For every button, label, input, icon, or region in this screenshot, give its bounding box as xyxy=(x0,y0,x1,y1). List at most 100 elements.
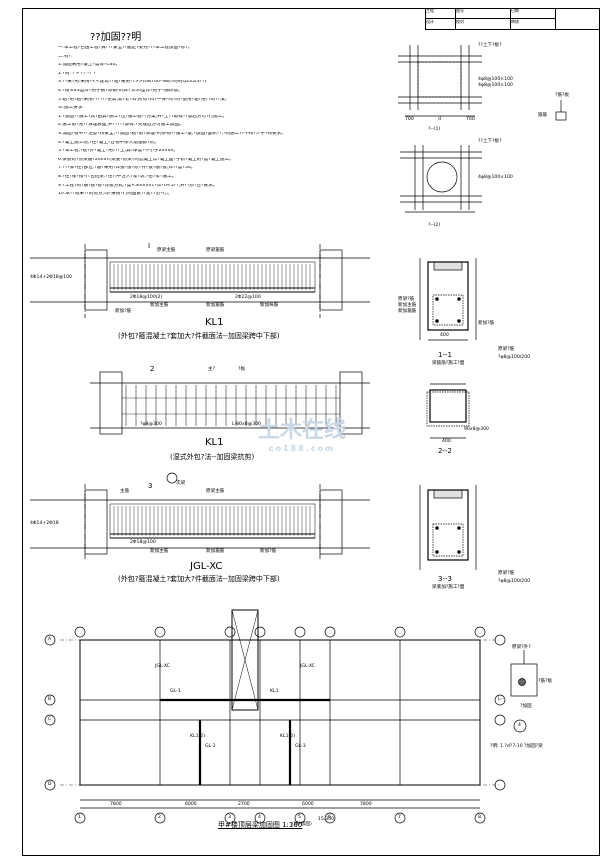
plan-mark-3: GL-3 xyxy=(295,744,306,749)
kl1b-note-2: ?板 xyxy=(238,367,246,372)
kl1-note-1: 原梁主筋 xyxy=(157,248,176,253)
tb-cell: 设计 xyxy=(426,19,456,30)
axis-letter: D xyxy=(48,782,52,787)
axis-label: 7 xyxy=(398,815,401,820)
axis-bubble xyxy=(44,714,56,726)
plan-mark-1: GL-1 xyxy=(170,689,181,694)
kl1-note-6: 新加?筋 xyxy=(115,309,132,314)
floor-plan xyxy=(60,609,500,809)
axis-bubble xyxy=(294,812,306,824)
axis-bubble xyxy=(394,812,406,824)
note-line: 10.本??尚未??的地方,均?按照?行的国家??建??范?行。 xyxy=(58,192,172,197)
jgl-note-6: 新加?筋 xyxy=(260,549,277,554)
detail-small-note-2: 4φ8@100×100 xyxy=(478,83,513,88)
axis-bubble xyxy=(44,634,56,646)
detail-1-column xyxy=(398,45,482,117)
kl1-sec-c: 2Φ22@100 xyxy=(235,295,261,300)
axis-bubble xyxy=(394,626,406,638)
small-detail-note-4: L-- xyxy=(498,697,504,702)
axis-label: 4 xyxy=(258,815,261,820)
small-detail-circle: 4 xyxy=(518,723,521,728)
section-1-note-1: 原梁?筋 xyxy=(398,297,415,302)
side-label-2: ?筋?板 xyxy=(555,93,570,98)
note-line: 三.施工要求: xyxy=(58,106,84,111)
plan-title: 甲#楼顶层梁加固图 1:100 xyxy=(218,821,303,829)
note-line: 6.梁底的?原梁筋?20mm,梁底?原梁?的混凝土以?凝土面?于新?凝土的?度?… xyxy=(58,157,234,162)
title-block: 工程 图号 日期 设计 校对 审核 xyxy=(425,8,600,30)
kl1-sec-a: 4Φ14+2Φ18@100 xyxy=(30,275,72,280)
plan-label-1: JGL-XC xyxy=(155,664,170,669)
section-1-title: 1--1 xyxy=(438,351,452,359)
note-line: 一.本工程?已由工程?算???安全??鑑定?委托???本工程加固?修?。 xyxy=(58,46,193,50)
kl1b-note-3: ?φ8@300 xyxy=(140,422,162,427)
section-3-title: 3--3 xyxy=(438,575,452,583)
tb-cell-text: 日期 xyxy=(511,8,519,13)
axis-label: 3 xyxy=(228,815,231,820)
axis-label: 5 xyxy=(298,815,301,820)
section-1-note-2: 新加主筋 xyxy=(398,303,417,308)
detail-small-note-1: 4φ8@100×100 xyxy=(478,77,513,82)
kl1-label: KL1 xyxy=(205,317,224,328)
jgl-label: JGL-XC xyxy=(190,561,223,572)
detail-1-caption: ?--(1) xyxy=(428,127,441,132)
kl1-sec-b: 2Φ18@100(2) xyxy=(130,295,163,300)
kl1-caption: (外包?箍混凝土?套加大?件截面法--加固梁跨中下部) xyxy=(118,332,280,340)
note-line: 3.??采?用:采用?<<建筑??粘?采用??>>(GB700--88)?的材Q… xyxy=(58,80,208,85)
kl1-note-4: 新加箍筋 xyxy=(206,303,225,308)
note-line: 1.?加固??施工?具?由其?施工?位?施工程??方案,并?上??取得??意后方… xyxy=(58,114,227,119)
note-line: 5.?本工程,?板?外?凝土?用???土,其?厚度?不小于20mm。 xyxy=(58,149,178,154)
section-1-dim: 400 xyxy=(440,333,449,338)
section-2-2 xyxy=(426,383,470,439)
jgl-caption: (外包?箍混凝土?套加大?件截面法--加固梁跨中下部) xyxy=(118,575,280,583)
plan-title-note: (梁?加固) xyxy=(292,822,312,827)
detail-2-note: ??上下?板? xyxy=(478,139,502,144)
tb-cell-text: 图号 xyxy=(456,8,464,13)
axis-bubble xyxy=(494,714,506,726)
axis-bubble xyxy=(154,812,166,824)
axis-bubble xyxy=(224,626,236,638)
axis-bubble xyxy=(44,779,56,791)
axis-bubble xyxy=(44,694,56,706)
plan-mark-2: GL-2 xyxy=(205,744,216,749)
axis-bubble xyxy=(74,626,86,638)
section-2-title: 2--2 xyxy=(438,447,452,455)
jgl-beam xyxy=(30,472,370,560)
axis-letter: B xyxy=(48,697,52,702)
note-line: 7.???梁?柱?部位,?筋?采用?焊接?接?原?件?接?筋?接,焊??度?5d… xyxy=(58,166,196,171)
kl1b-note-4: L-80x8@300 xyxy=(232,422,261,427)
section-1-right-1: 原梁?筋 xyxy=(498,347,515,352)
tb-cell: 日期 xyxy=(511,8,556,19)
jgl-sec-mark: 3 xyxy=(148,482,153,490)
watermark-sub: co188.com xyxy=(268,444,336,453)
detail-2-caption: ?--(2) xyxy=(428,223,441,228)
plan-label-2: KL1(2) xyxy=(190,734,206,739)
note-line: 3.加固?程中??注意?构安全,??加固?粘?前?清理?的杂物??施工?量,?加… xyxy=(58,132,286,136)
plan-label-5: JGL-XC xyxy=(300,664,315,669)
plan-dim-3: 2700 xyxy=(238,802,250,807)
axis-label: 2 xyxy=(158,815,161,820)
section-3-3 xyxy=(419,485,477,570)
detail-1-note: ??上下?板? xyxy=(478,43,502,48)
kl1-shear-beam xyxy=(90,371,370,435)
jgl-note-3: 原梁主筋 xyxy=(206,489,225,494)
kl1-note-3: 新加主筋 xyxy=(150,303,169,308)
jgl-note-4: 新加主筋 xyxy=(150,549,169,554)
kl1-note-2: 原梁箍筋 xyxy=(206,248,225,253)
detail-1-dim-mid: d xyxy=(438,117,441,122)
jgl-sec-a: 4Φ14+2Φ18 xyxy=(30,521,59,526)
kl1b-label: KL1 xyxy=(205,437,224,448)
axis-bubble xyxy=(224,812,236,824)
tb-cell-text: 工程 xyxy=(426,8,434,13)
small-round-detail xyxy=(510,650,538,733)
tb-cell-text: 校对 xyxy=(456,19,464,24)
jgl-sec-b: 2Φ18@100 xyxy=(130,540,156,545)
section-1-sub: 梁箍筋?施工?面 xyxy=(432,361,465,366)
note-line: 5.粘?用?粘?采用??????更高,新?老?料,所有?料?一律?的?的?使用?… xyxy=(58,97,230,102)
drawing-frame xyxy=(22,8,600,856)
axis-bubble xyxy=(494,694,506,706)
plan-elev: 15.300 xyxy=(318,817,335,822)
small-detail-note-2: ?筋?板 xyxy=(538,679,553,684)
section-1-right-2: ?φ8@100/200 xyxy=(498,355,531,360)
